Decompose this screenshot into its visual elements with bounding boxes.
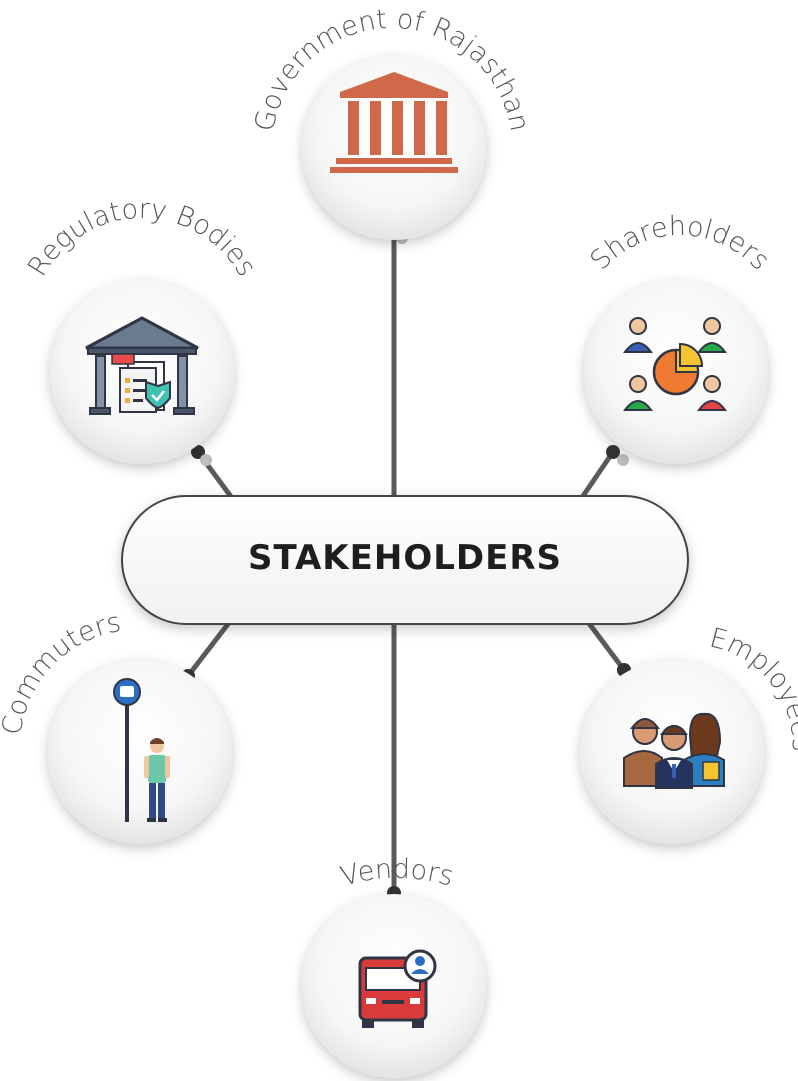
shareholders-pie-icon bbox=[623, 317, 727, 411]
node-employees bbox=[580, 660, 764, 844]
bus-stop-commuter-icon bbox=[113, 678, 170, 822]
dot-regulatory bbox=[191, 445, 205, 459]
center-title: STAKEHOLDERS bbox=[248, 538, 562, 578]
dot-shareholders bbox=[606, 445, 620, 459]
bus-vendor-icon bbox=[358, 949, 437, 1028]
employees-group-icon bbox=[623, 712, 725, 789]
connector-employees bbox=[585, 619, 627, 673]
regulatory-compliance-icon bbox=[85, 316, 199, 415]
connector-shareholders bbox=[580, 449, 616, 499]
center-pill: STAKEHOLDERS bbox=[121, 495, 689, 625]
label-shareholders: Shareholders bbox=[584, 211, 775, 276]
node-commuters bbox=[48, 660, 232, 844]
government-building-icon bbox=[330, 72, 458, 173]
label-regulatory: Regulatory Bodies bbox=[22, 194, 262, 282]
connector-commuters bbox=[185, 621, 231, 679]
